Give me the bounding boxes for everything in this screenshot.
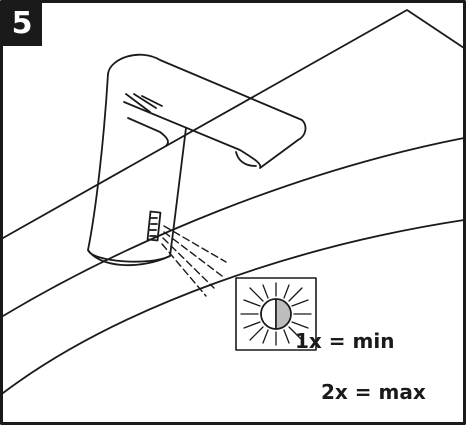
faucet-spout-tip — [235, 151, 257, 167]
faucet-spout — [123, 101, 299, 169]
basin-top-edge — [2, 137, 465, 317]
faucet-shading — [125, 93, 163, 113]
press-twice-label: 2x = max — [321, 380, 426, 404]
faucet-base — [87, 249, 171, 263]
indicator-box — [235, 277, 317, 351]
counter-back-edge — [2, 9, 465, 239]
faucet-sensor-lines — [149, 217, 158, 237]
faucet-top — [107, 53, 307, 141]
step-number-badge: 5 — [2, 2, 42, 46]
faucet-body — [87, 73, 187, 267]
press-once-label: 1x = min — [295, 329, 395, 353]
faucet-spout-lower — [127, 117, 169, 147]
brightness-indicator-icon — [235, 277, 317, 351]
sensor-rays — [161, 225, 227, 297]
faucet-sensor-window — [146, 210, 162, 242]
sensor-faucet-icon — [87, 53, 307, 267]
basin-front-edge — [2, 219, 465, 394]
